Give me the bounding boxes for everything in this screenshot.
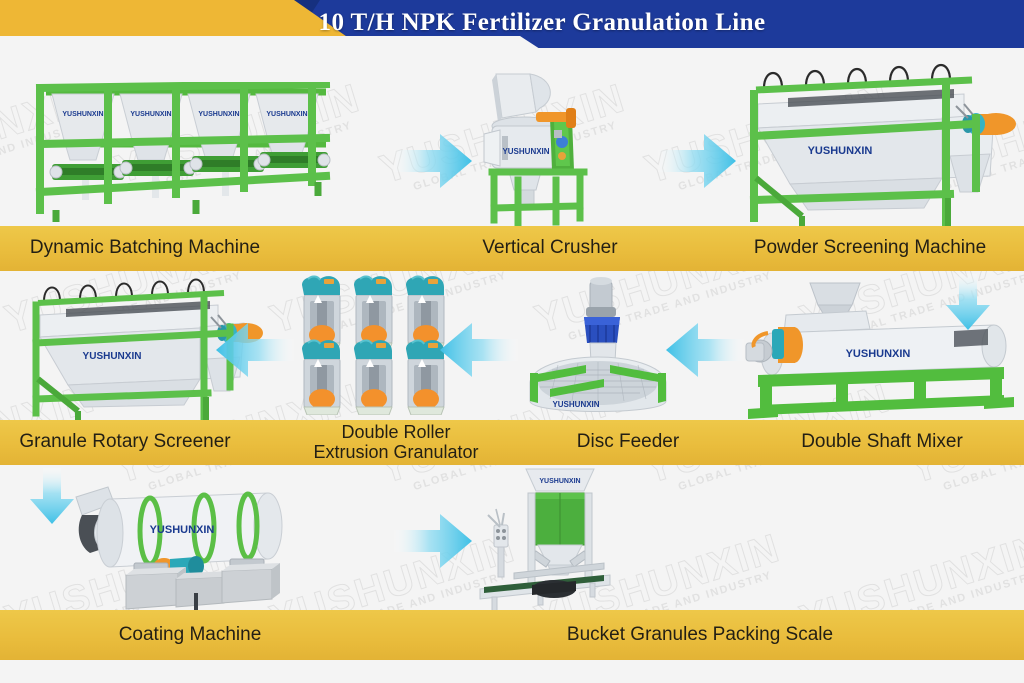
flow-row-3: YUSHUNXIN — [0, 465, 1024, 615]
band-gradient-3 — [0, 610, 1024, 660]
label-disc-feeder: Disc Feeder — [576, 431, 680, 453]
label-dynamic-batching-machine: Dynamic Batching Machine — [29, 237, 261, 259]
arrow-crusher-to-screening — [656, 130, 738, 197]
svg-text:YUSHUNXIN: YUSHUNXIN — [62, 111, 103, 118]
footer-strip — [0, 660, 1024, 683]
svg-text:YUSHUNXIN: YUSHUNXIN — [502, 147, 549, 156]
machine-disc-feeder: YUSHUNXIN — [528, 277, 680, 425]
svg-text:YUSHUNXIN: YUSHUNXIN — [266, 111, 307, 118]
svg-text:YUSHUNXIN: YUSHUNXIN — [83, 351, 142, 362]
machine-double-shaft-mixer: YUSHUNXIN — [738, 281, 1020, 419]
label-band-row-3: Coating Machine Bucket Granules Packing … — [0, 610, 1024, 660]
arrow-batching-to-crusher — [392, 130, 474, 197]
label-band-row-2: Granule Rotary Screener Double Roller Ex… — [0, 420, 1024, 465]
svg-text:YUSHUNXIN: YUSHUNXIN — [552, 400, 599, 409]
svg-text:YUSHUNXIN: YUSHUNXIN — [198, 111, 239, 118]
svg-text:YUSHUNXIN: YUSHUNXIN — [808, 145, 873, 157]
label-granule-rotary-screener: Granule Rotary Screener — [19, 431, 231, 453]
label-coating-machine: Coating Machine — [118, 623, 262, 645]
band-gradient-2 — [0, 420, 1024, 465]
machine-dynamic-batching-machine: YUSHUNXIN YUSHUNXIN YUSHUNXIN — [26, 82, 346, 224]
svg-text:YUSHUNXIN: YUSHUNXIN — [130, 111, 171, 118]
arrow-screener-to-coating — [28, 466, 76, 531]
flow-row-2: YUSHUNXIN — [0, 271, 1024, 423]
header-banner: 10 T/H NPK Fertilizer Granulation Line — [0, 0, 1024, 58]
label-band-row-1: Dynamic Batching Machine Vertical Crushe… — [0, 226, 1024, 271]
page-title: 10 T/H NPK Fertilizer Granulation Line — [318, 9, 766, 36]
label-vertical-crusher: Vertical Crusher — [482, 237, 618, 259]
label-powder-screening-machine: Powder Screening Machine — [753, 237, 987, 259]
arrow-mixer-to-disc-feeder — [664, 319, 746, 386]
arrow-disc-feeder-to-granulator — [438, 319, 520, 386]
svg-text:YUSHUNXIN: YUSHUNXIN — [846, 348, 911, 360]
flow-row-1: YUSHUNXIN YUSHUNXIN YUSHUNXIN — [0, 58, 1024, 228]
machine-bucket-granules-packing-scale: YUSHUNXIN — [478, 465, 668, 613]
header-white-wedge — [0, 36, 560, 58]
svg-text:YUSHUNXIN: YUSHUNXIN — [150, 524, 215, 536]
band-gradient-1 — [0, 226, 1024, 271]
machine-coating-machine: YUSHUNXIN — [72, 475, 302, 615]
arrow-granulator-to-screener — [214, 319, 296, 386]
label-bucket-granules-packing-scale: Bucket Granules Packing Scale — [566, 623, 834, 645]
label-double-shaft-mixer: Double Shaft Mixer — [801, 431, 963, 453]
label-double-roller-extrusion-granulator: Double Roller Extrusion Granulator — [313, 422, 479, 462]
machine-powder-screening-machine: YUSHUNXIN — [728, 58, 1018, 230]
arrow-coating-to-packing — [392, 510, 474, 577]
arrow-screening-to-mixer — [944, 272, 992, 337]
machine-vertical-crusher: YUSHUNXIN — [478, 68, 604, 228]
svg-text:YUSHUNXIN: YUSHUNXIN — [539, 478, 580, 485]
machine-double-roller-extrusion-granulator — [298, 273, 454, 415]
machine-granule-rotary-screener: YUSHUNXIN — [14, 275, 266, 425]
